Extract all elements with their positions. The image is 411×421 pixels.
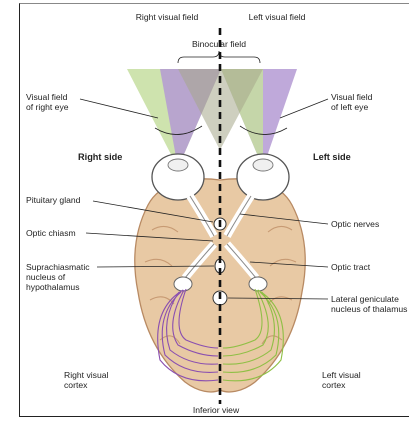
right-visual-cortex-label-line1: Right visual — [64, 370, 109, 380]
visual-field-left-eye-leader — [280, 99, 328, 118]
right-visual-cortex-label-line2: cortex — [64, 380, 88, 390]
visual-field-right-eye-label-line2: of right eye — [26, 102, 69, 112]
right-lateral-geniculate — [174, 277, 192, 291]
visual-field-cones — [127, 69, 297, 168]
pituitary-gland-label: Pituitary gland — [26, 195, 81, 205]
left-eye — [237, 154, 289, 200]
optic-chiasm-label: Optic chiasm — [26, 228, 76, 238]
right-visual-field-label: Right visual field — [136, 12, 199, 22]
left-visual-cortex-label-line1: Left visual — [322, 370, 361, 380]
optic-nerves-label: Optic nerves — [331, 219, 379, 229]
left-side-label: Left side — [313, 152, 351, 162]
lateral-geniculate-label-line1: Lateral geniculate — [331, 294, 399, 304]
left-visual-cortex-label-line2: cortex — [322, 380, 346, 390]
visual-field-left-eye-label-line2: of left eye — [331, 102, 368, 112]
suprachiasmatic-label-line2: nucleus of — [26, 272, 66, 282]
lateral-geniculate-label-line2: nucleus of thalamus — [331, 304, 407, 314]
visual-field-left-eye-label-line1: Visual field — [331, 92, 373, 102]
right-side-label: Right side — [78, 152, 122, 162]
optic-tract-label: Optic tract — [331, 262, 371, 272]
suprachiasmatic-label-line1: Suprachiasmatic — [26, 262, 90, 272]
left-lateral-geniculate — [249, 277, 267, 291]
right-eye — [152, 154, 204, 200]
left-visual-field-label: Left visual field — [249, 12, 306, 22]
inferior-view-label: Inferior view — [193, 405, 240, 415]
suprachiasmatic-label-line3: hypothalamus — [26, 282, 80, 292]
visual-field-right-eye-label-line1: Visual field — [26, 92, 68, 102]
